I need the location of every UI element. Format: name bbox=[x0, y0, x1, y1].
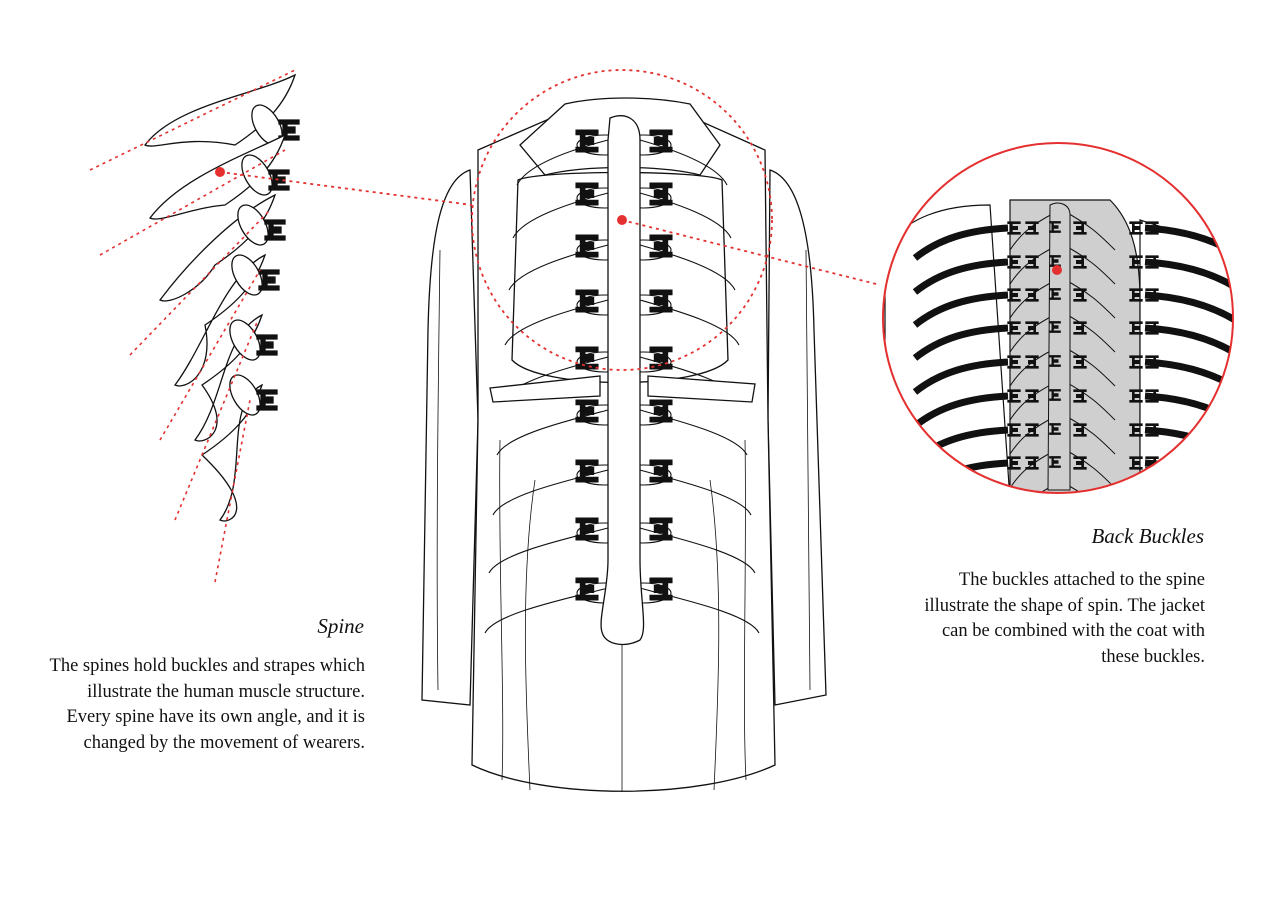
left-strap bbox=[492, 469, 609, 516]
zoom-strap bbox=[912, 258, 1009, 295]
right-strap bbox=[639, 192, 732, 239]
zoom-strap bbox=[912, 392, 1009, 429]
zoom-strap bbox=[912, 358, 1009, 395]
zoom-strap bbox=[1144, 459, 1233, 492]
back-panel bbox=[511, 171, 729, 384]
callout-dot-icon bbox=[1052, 265, 1062, 275]
spine-angle-rays bbox=[89, 69, 296, 583]
spine-caption-text: The spines hold buckles and strapes whic… bbox=[49, 656, 365, 753]
spine-detail-illustration bbox=[144, 73, 300, 522]
spine-caption-title: Spine bbox=[317, 614, 364, 638]
right-strap bbox=[639, 469, 752, 516]
right-strap bbox=[639, 409, 748, 456]
right-strap bbox=[639, 244, 736, 291]
right-strap bbox=[639, 587, 760, 634]
right-strap bbox=[639, 139, 728, 186]
callout-dot-icon bbox=[617, 215, 627, 225]
callouts bbox=[219, 171, 881, 286]
left-strap bbox=[508, 244, 609, 291]
left-strap bbox=[496, 409, 609, 456]
right-sleeve bbox=[767, 169, 827, 706]
spine-loop bbox=[237, 204, 269, 246]
spine-loop bbox=[229, 319, 261, 361]
spine-fin bbox=[200, 383, 264, 522]
coat-highlight-circle bbox=[471, 69, 773, 371]
waist-belt bbox=[489, 375, 601, 403]
back-buckles-caption-title: Back Buckles bbox=[1091, 524, 1204, 548]
back-buckles-zoom bbox=[882, 142, 1234, 494]
zoom-strap bbox=[912, 324, 1009, 361]
left-strap bbox=[516, 139, 609, 186]
callout-dot-icon bbox=[215, 167, 225, 177]
back-buckles-caption-text: The buckles attached to the spine illust… bbox=[924, 570, 1205, 667]
zoom-strap bbox=[912, 291, 1009, 328]
spine-loop bbox=[231, 254, 263, 296]
left-strap bbox=[504, 299, 609, 346]
left-strap bbox=[512, 192, 609, 239]
right-strap bbox=[639, 527, 756, 574]
zoom-strap bbox=[912, 224, 1009, 261]
left-sleeve bbox=[421, 169, 479, 706]
zoom-spine bbox=[1047, 202, 1071, 491]
coat-back-view bbox=[421, 97, 827, 792]
spine-loop bbox=[229, 374, 261, 416]
right-strap bbox=[639, 299, 740, 346]
coat-spine bbox=[600, 115, 645, 646]
spine-loop bbox=[241, 154, 273, 196]
